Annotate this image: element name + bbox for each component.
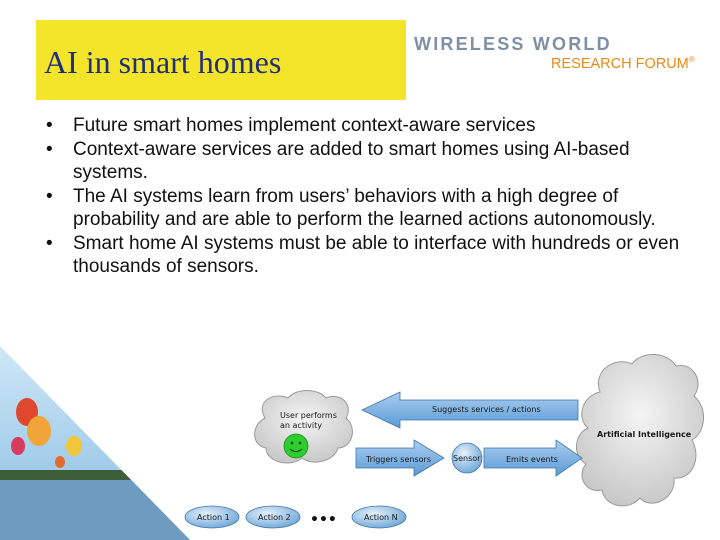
action-2-node: Action 2 (245, 505, 301, 529)
action-1-node: Action 1 (184, 505, 240, 529)
ellipsis-dots: ••• (310, 512, 337, 528)
ai-cloud-label: Artificial Intelligence (597, 430, 692, 439)
bullet-text: The AI systems learn from users’ behavio… (73, 185, 656, 231)
triggers-sensors-arrow: Triggers sensors (355, 439, 445, 477)
bullet-text: Context-aware services are added to smar… (73, 138, 630, 184)
sensor-node: Sensor (451, 442, 483, 474)
hot-air-balloon-photo (0, 346, 190, 540)
emits-label: Emits events (506, 455, 558, 464)
action-n-node: Action N (351, 505, 407, 529)
bullet-text: Smart home AI systems must be able to in… (73, 232, 680, 278)
bullet-list: • Future smart homes implement context-aw… (46, 114, 686, 279)
suggests-label: Suggests services / actions (432, 405, 541, 414)
slide-title: AI in smart homes (44, 44, 282, 80)
action-1-label: Action 1 (197, 513, 230, 522)
action-2-label: Action 2 (258, 513, 291, 522)
bullet-text: Future smart homes implement context-awa… (73, 115, 536, 136)
logo-line-2-text: RESEARCH FORUM (551, 55, 689, 72)
bullet-dot: • (46, 138, 53, 160)
bullet-item: • Future smart homes implement context-aw… (46, 114, 686, 138)
logo-line-2: RESEARCH FORUM® (551, 55, 695, 72)
bullet-dot: • (46, 185, 53, 207)
suggests-services-arrow: Suggests services / actions (361, 391, 579, 429)
bullet-item: • Context-aware services are added to sma… (46, 138, 686, 185)
logo-registered-mark: ® (688, 55, 695, 64)
title-background (36, 20, 406, 100)
emits-events-arrow: Emits events (483, 439, 583, 477)
artificial-intelligence-cloud: Artificial Intelligence (576, 354, 704, 507)
sensor-label: Sensor (453, 454, 481, 463)
smiley-face-icon (283, 433, 309, 459)
bullet-dot: • (46, 115, 53, 136)
action-n-label: Action N (364, 513, 398, 522)
bullet-item: • The AI systems learn from users’ behavi… (46, 185, 686, 232)
bullet-dot: • (46, 232, 53, 254)
bullet-item: • Smart home AI systems must be able to i… (46, 232, 686, 279)
logo-line-1: WIRELESS WORLD (414, 34, 612, 54)
triggers-label: Triggers sensors (365, 455, 431, 464)
